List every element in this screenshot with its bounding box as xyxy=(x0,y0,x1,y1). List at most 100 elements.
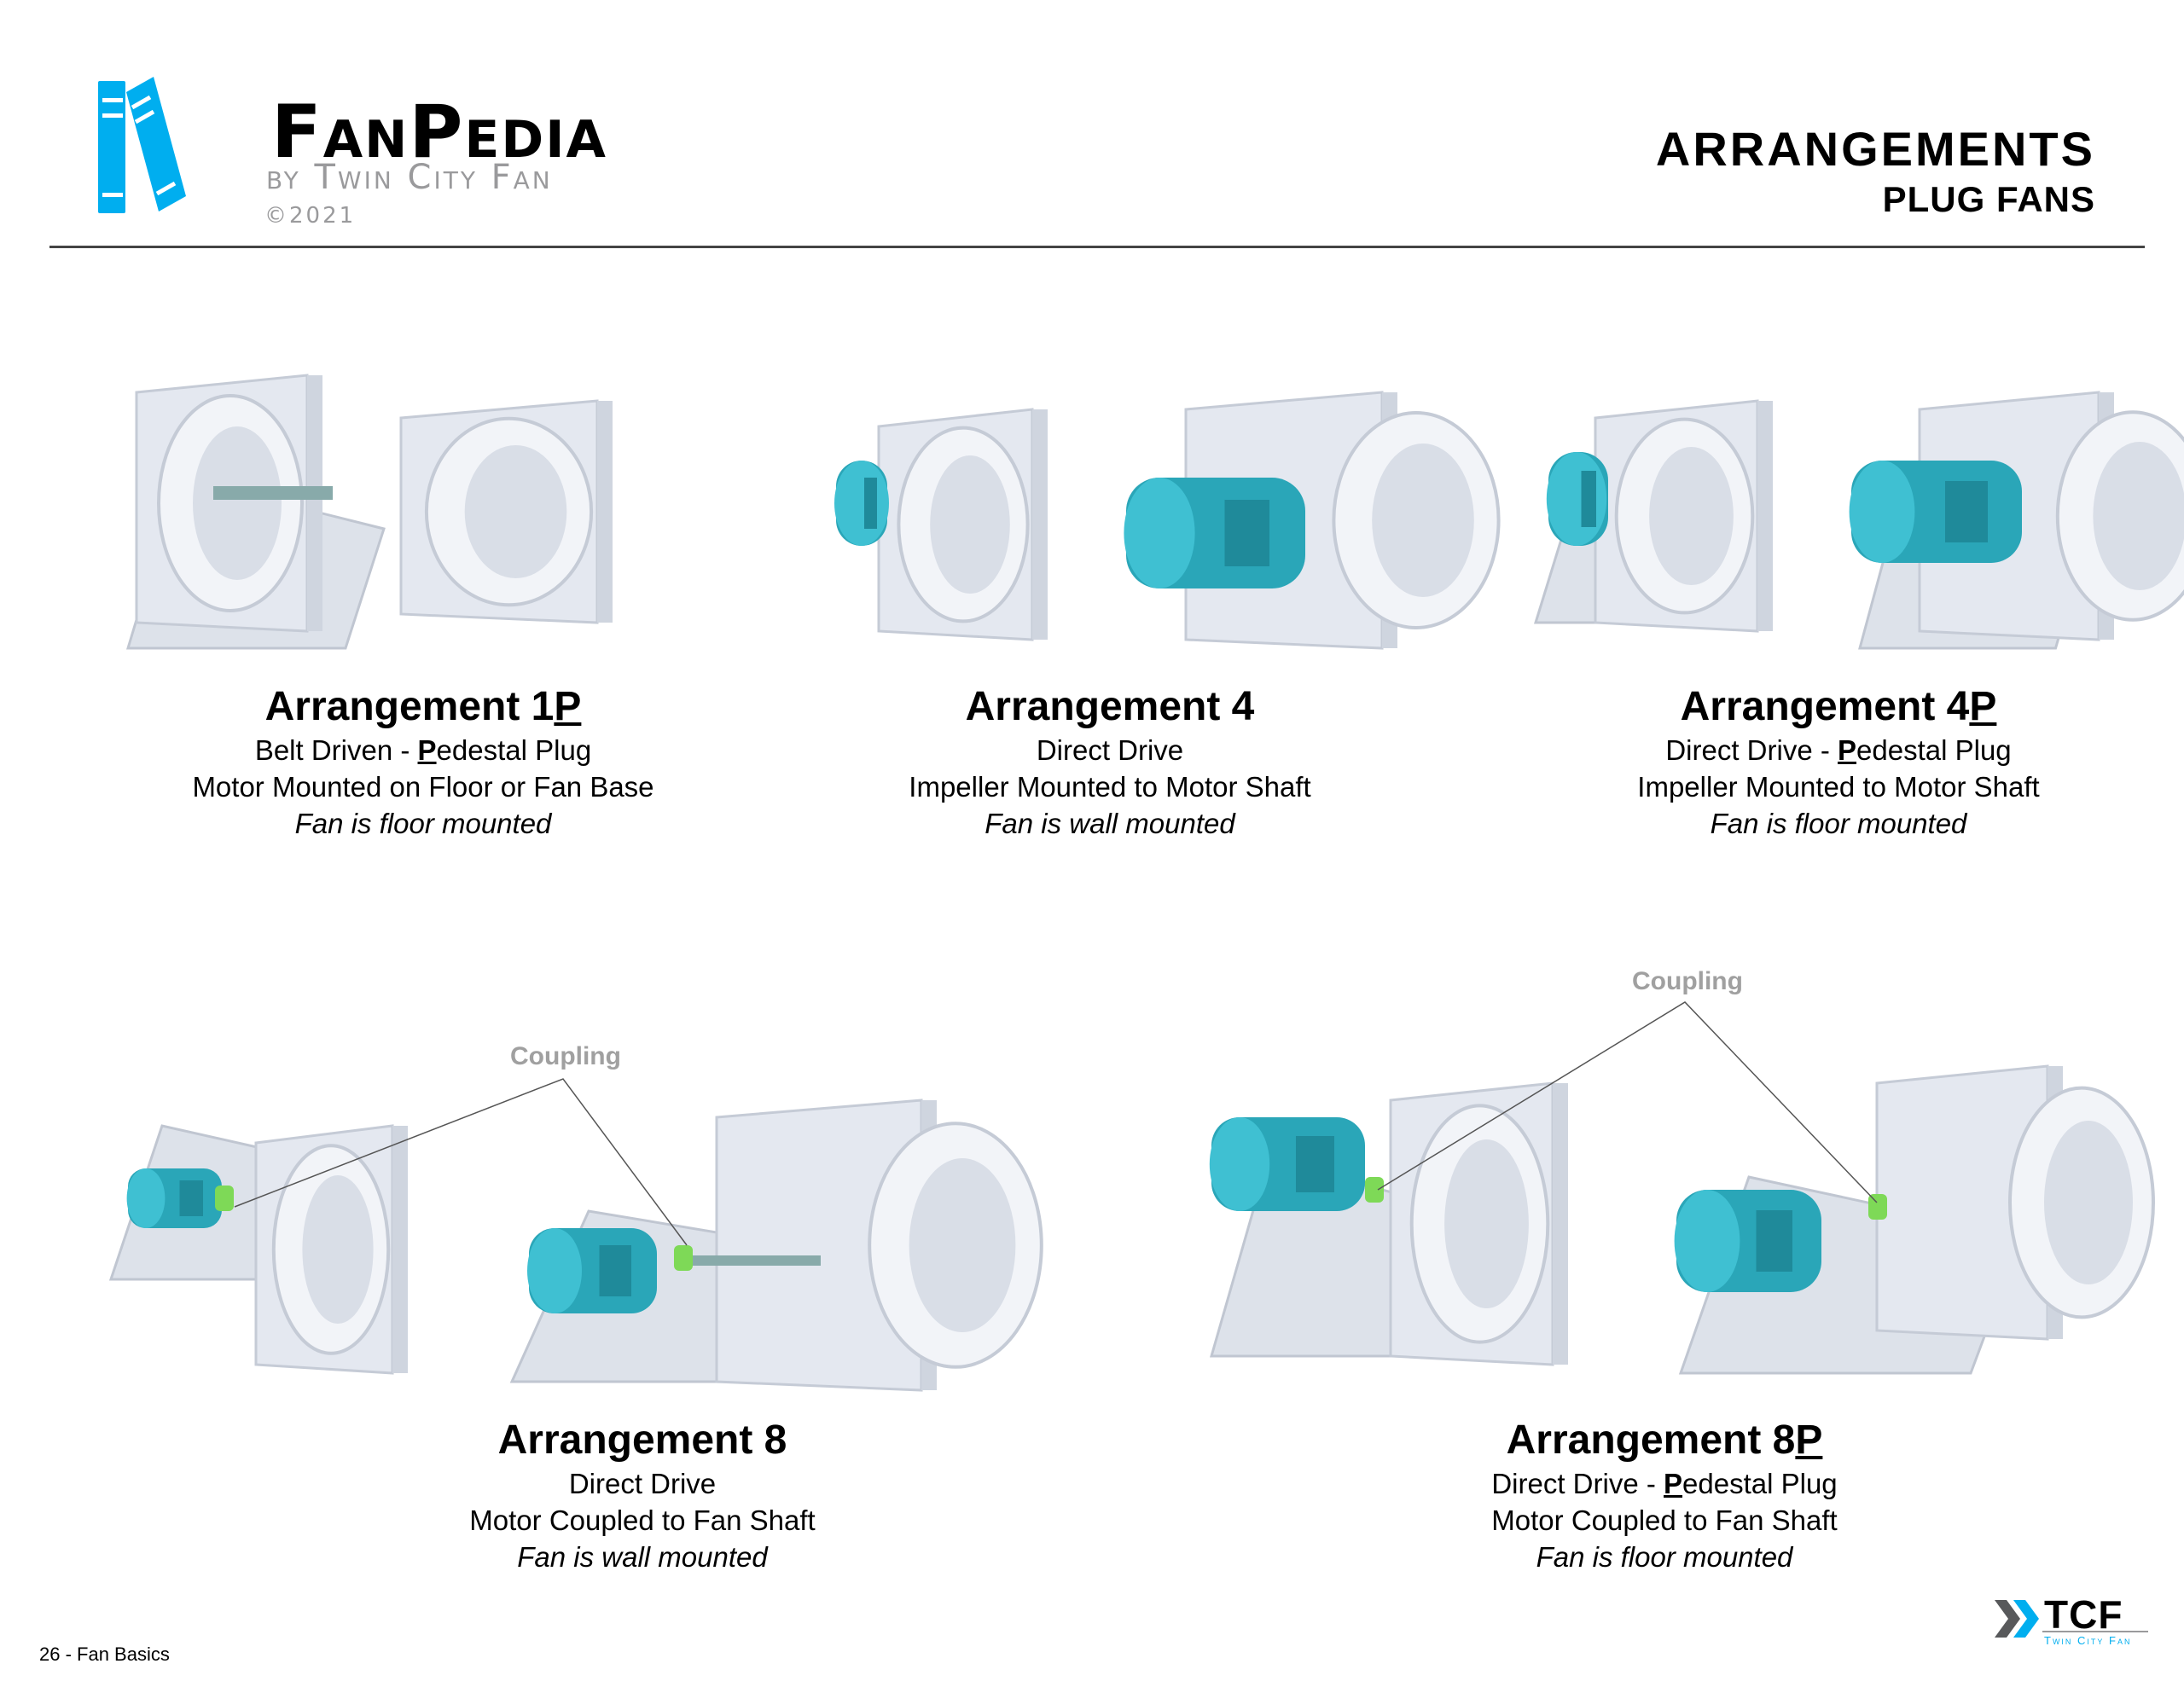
coupling-leader-line xyxy=(1377,1001,1878,1203)
panel-edge xyxy=(1553,1083,1568,1365)
motor-box xyxy=(864,478,877,529)
arrangement-title: Arrangement 8 xyxy=(344,1416,941,1465)
motor-end xyxy=(126,1168,166,1228)
brand-part2: Pedia xyxy=(409,90,607,175)
drive-type-text: Direct Drive - xyxy=(1491,1468,1664,1499)
coupling xyxy=(674,1245,693,1271)
arrangement-title-text: Arrangement 4 xyxy=(1680,684,1970,729)
motor-end xyxy=(834,461,889,546)
panel-edge xyxy=(392,1126,408,1373)
coupling xyxy=(1365,1177,1384,1203)
impeller xyxy=(302,1175,374,1324)
arrangement-caption: Arrangement 8P Direct Drive - Pedestal P… xyxy=(1366,1416,1963,1575)
coupling xyxy=(1868,1194,1887,1220)
arrangement-title-suffix: P xyxy=(554,684,582,729)
arrangement-title: Arrangement 1P xyxy=(125,682,722,732)
drive-type: Direct Drive - Pedestal Plug xyxy=(1540,732,2137,768)
impeller xyxy=(2093,442,2184,590)
tcf-logo: TCF Twin City Fan xyxy=(1995,1592,2165,1661)
impeller xyxy=(464,445,567,578)
brand-part1: Fan xyxy=(271,90,410,175)
coupling-label-arr8p: Coupling xyxy=(1632,967,1743,995)
page-subtitle: PLUG FANS xyxy=(1882,179,2095,219)
fanpedia-books-logo xyxy=(98,77,186,213)
brand-byline: by Twin City Fan xyxy=(266,158,553,197)
mounting-description: Motor Coupled to Fan Shaft xyxy=(469,1504,816,1536)
brand-name: FanPedia xyxy=(271,96,607,169)
drive-type-suffix: edestal Plug xyxy=(1682,1468,1838,1499)
motor-end xyxy=(1209,1117,1270,1211)
arrangement-title-suffix: P xyxy=(1795,1417,1823,1463)
drive-type-suffix: edestal Plug xyxy=(436,734,592,766)
drive-type-text: Direct Drive xyxy=(568,1468,717,1499)
arrangement-caption: Arrangement 4 Direct Drive Impeller Moun… xyxy=(811,682,1409,842)
impeller xyxy=(1649,447,1734,585)
mounting-description: Impeller Mounted to Motor Shaft xyxy=(909,771,1311,803)
tcf-logo-subtext: Twin City Fan xyxy=(2044,1634,2132,1647)
impeller xyxy=(1372,443,1474,597)
drive-type-text: Belt Driven - xyxy=(254,734,418,766)
page-footer: 26 - Fan Basics xyxy=(39,1644,170,1665)
motor-box xyxy=(1945,481,1988,542)
arrangement-title-text: Arrangement 8 xyxy=(497,1417,787,1463)
arrangement-title: Arrangement 4P xyxy=(1540,682,2137,732)
drive-type-suffix: edestal Plug xyxy=(1856,734,2012,766)
impeller xyxy=(930,455,1010,594)
impeller xyxy=(909,1158,1016,1332)
panel-edge xyxy=(597,401,613,623)
shaft xyxy=(213,486,333,500)
drive-type: Direct Drive - Pedestal Plug xyxy=(1366,1465,1963,1502)
arrangement-title: Arrangement 4 xyxy=(811,682,1409,732)
tcf-logo-text: TCF xyxy=(2044,1592,2123,1637)
fan-mounting-note: Fan is floor mounted xyxy=(1536,1541,1793,1573)
panel-edge xyxy=(307,375,322,631)
drive-type: Direct Drive xyxy=(811,732,1409,768)
fan-mounting-note: Fan is wall mounted xyxy=(985,808,1235,839)
fan-mounting-note: Fan is floor mounted xyxy=(1710,808,1967,839)
motor-box xyxy=(1581,471,1596,527)
pedestal-initial: P xyxy=(1664,1468,1683,1499)
coupling xyxy=(215,1186,234,1211)
arrangement-title-text: Arrangement 1 xyxy=(264,684,555,729)
arrangement-title-text: Arrangement 4 xyxy=(965,684,1255,729)
motor-box xyxy=(599,1245,631,1296)
motor-end xyxy=(1674,1190,1740,1292)
motor-box xyxy=(1224,500,1269,566)
fan-mounting-note: Fan is floor mounted xyxy=(294,808,552,839)
pedestal-initial: P xyxy=(1838,734,1857,766)
arrangement-title: Arrangement 8P xyxy=(1366,1416,1963,1465)
motor-box xyxy=(1296,1136,1334,1192)
header-divider xyxy=(49,246,2145,248)
fan-mounting-note: Fan is wall mounted xyxy=(517,1541,768,1573)
chevron-logo-icon xyxy=(1995,1600,2148,1638)
page-title: ARRANGEMENTS xyxy=(1655,122,2095,176)
motor-end xyxy=(1546,452,1607,546)
impeller xyxy=(193,426,282,580)
motor-end xyxy=(1124,478,1195,588)
impeller xyxy=(1444,1139,1529,1308)
arrangement-caption: Arrangement 1P Belt Driven - Pedestal Pl… xyxy=(125,682,722,842)
impeller xyxy=(2044,1121,2133,1284)
arrangement-title-suffix: P xyxy=(1969,684,1997,729)
arrangement-caption: Arrangement 4P Direct Drive - Pedestal P… xyxy=(1540,682,2137,842)
coupling-leader-line xyxy=(234,1078,688,1246)
mounting-description: Motor Coupled to Fan Shaft xyxy=(1491,1504,1838,1536)
copyright: ©2021 xyxy=(264,203,357,229)
mounting-description: Impeller Mounted to Motor Shaft xyxy=(1637,771,2040,803)
panel-edge xyxy=(1032,409,1048,640)
arrangement-title-text: Arrangement 8 xyxy=(1506,1417,1796,1463)
motor-box xyxy=(1756,1210,1792,1272)
shaft xyxy=(693,1255,821,1266)
drive-type: Belt Driven - Pedestal Plug xyxy=(125,732,722,768)
coupling-label-arr8: Coupling xyxy=(510,1042,621,1070)
mounting-description: Motor Mounted on Floor or Fan Base xyxy=(192,771,654,803)
drive-type: Direct Drive xyxy=(344,1465,941,1502)
arrangement-caption: Arrangement 8 Direct Drive Motor Coupled… xyxy=(344,1416,941,1575)
motor-end xyxy=(1849,461,1915,563)
motor-end xyxy=(527,1228,582,1313)
pedestal-initial: P xyxy=(417,734,437,766)
drive-type-text: Direct Drive - xyxy=(1665,734,1838,766)
panel-edge xyxy=(1757,401,1773,631)
motor-box xyxy=(179,1180,203,1216)
